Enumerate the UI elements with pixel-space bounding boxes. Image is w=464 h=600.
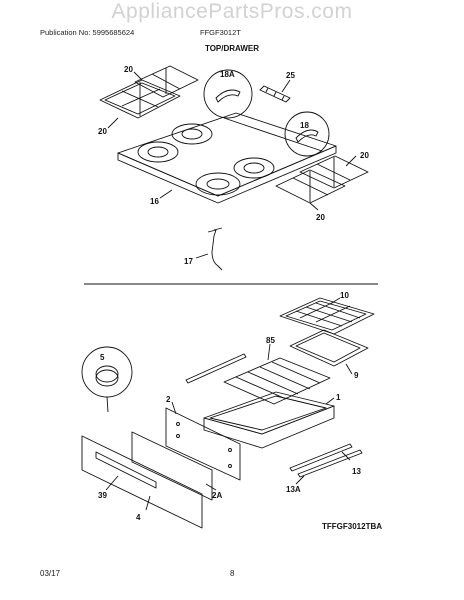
drawer-inner-panel: [131, 431, 213, 501]
page-number: 8: [230, 569, 235, 578]
callout-20-a: 20: [124, 65, 133, 74]
model-number: FFGF3012T: [200, 28, 241, 37]
callout-1: 1: [336, 393, 341, 402]
callout-9: 9: [354, 371, 359, 380]
cooktop: [117, 112, 337, 204]
oven-rack: [223, 357, 331, 405]
detail-circle-18a: [203, 69, 253, 119]
callout-16: 16: [150, 197, 159, 206]
callout-10: 10: [340, 291, 349, 300]
footer-date: 03/17: [40, 569, 61, 578]
callout-18a: 18A: [220, 70, 235, 79]
callout-17: 17: [184, 257, 193, 266]
callout-2a: 2A: [212, 491, 222, 500]
broil-pan: [289, 329, 369, 367]
burner-grate-upper-left: [99, 65, 199, 119]
callout-20-d: 20: [316, 213, 325, 222]
drawer-body: [203, 391, 335, 449]
drawer-slide-13a: [297, 449, 363, 478]
callout-20-b: 20: [98, 127, 107, 136]
section-title: TOP/DRAWER: [204, 44, 260, 53]
callout-39: 39: [98, 491, 107, 500]
watermark-text: AppliancePartsPros.com: [111, 0, 353, 23]
callout-4: 4: [136, 513, 141, 522]
broil-pan-grid: [279, 297, 375, 335]
callout-13a: 13A: [286, 485, 301, 494]
part-17-igniter: [207, 229, 223, 271]
callout-20-c: 20: [360, 151, 369, 160]
part-25-bracket: [259, 85, 291, 103]
callout-13: 13: [352, 467, 361, 476]
diagram-code: TFFGF3012TBA: [322, 522, 383, 531]
publication-number: Publication No: 5995685624: [40, 28, 135, 37]
callout-5: 5: [100, 353, 105, 362]
drawer-slide-13: [289, 443, 353, 472]
detail-circle-5: [81, 346, 133, 398]
callout-18: 18: [300, 121, 309, 130]
callout-25: 25: [286, 71, 295, 80]
callout-85: 85: [266, 336, 275, 345]
callout-2: 2: [166, 395, 171, 404]
burner-grate-lower-right: [275, 155, 369, 204]
drawer-outer-panel: [81, 435, 203, 529]
detail-circle-18: [284, 111, 330, 157]
drawer-front-panel: [165, 407, 241, 481]
